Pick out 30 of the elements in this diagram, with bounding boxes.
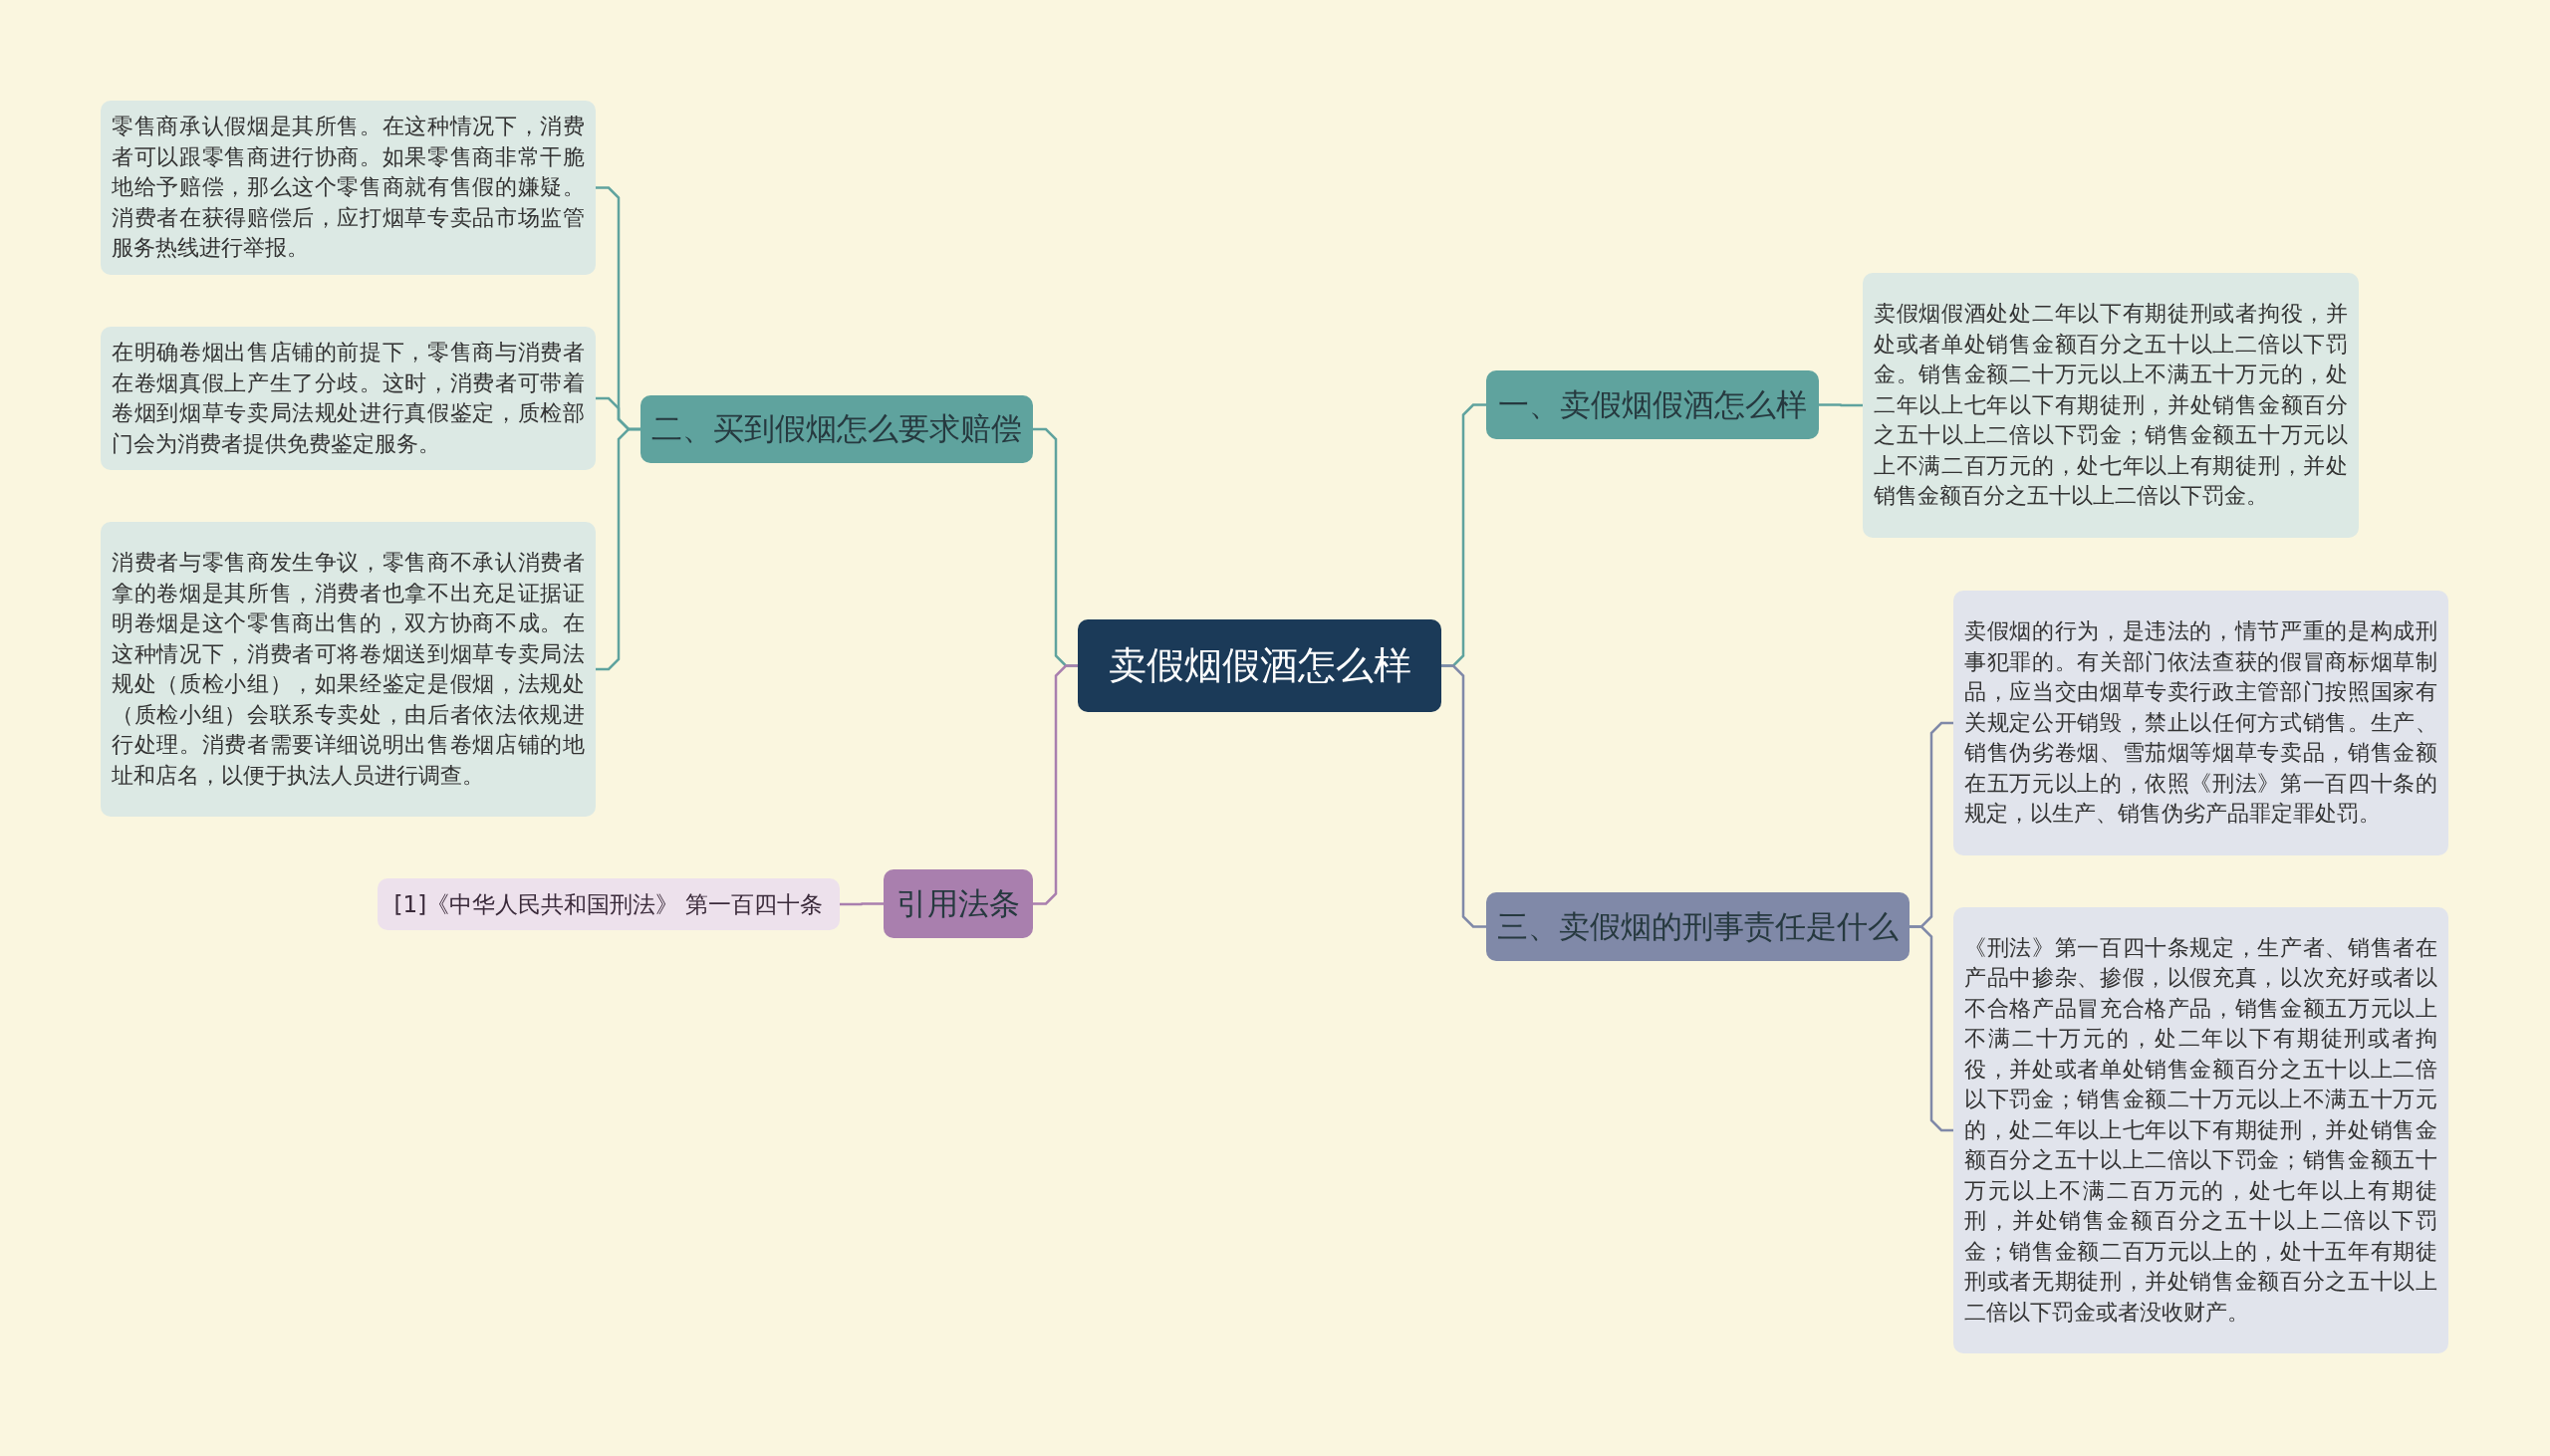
topic-text: 消费者与零售商发生争议，零售商不承认消费者拿的卷烟是其所售，消费者也拿不出充足证据证明卷烟是这个零售商出售的，双方协商不成。在这种情况下，消费者可将卷烟送到烟草专卖局法规处（质检小组），如果经鉴定是假烟，法规处（质检小组）会联系专卖处，由后者依法依规进行处理。消费者需要详细说明出售卷烟店铺的地址和店名，以便于执法人员进行调查。 — [112, 549, 585, 790]
connector-line — [1441, 664, 1486, 928]
topic-text: 引用法条 — [896, 883, 1020, 923]
connector-line — [596, 427, 640, 671]
text-card — [1953, 591, 2448, 855]
topic-text: [1]《中华人民共和国刑法》 第一百四十条 — [393, 889, 824, 919]
connector-line — [1033, 664, 1078, 905]
topic-text: 卖假烟假酒怎么样 — [1108, 642, 1411, 689]
topic-text: 卖假烟假酒处处二年以下有期徒刑或者拘役，并处或者单处销售金额百分之五十以上二倍以下罚金。销售金额二十万元以上不满五十万元的，处二年以上七年以下有期徒刑，并处销售金额百分之五十以上二倍以下罚金；销售金额五十万元以上不满二百万元的，处七年以上有期徒刑，并处销售金额百分之五十以上二倍以下罚金。 — [1874, 300, 2348, 511]
branch-topic — [884, 869, 1033, 938]
text-card — [101, 522, 596, 817]
connector-line — [1819, 403, 1863, 407]
branch-topic — [1486, 370, 1819, 439]
topic-text: 三、卖假烟的刑事责任是什么 — [1497, 906, 1899, 946]
topic-text: 零售商承认假烟是其所售。在这种情况下，消费者可以跟零售商进行协商。如果零售商非常干脆地给予赔偿，那么这个零售商就有售假的嫌疑。消费者在获得赔偿后，应打烟草专卖品市场监管服务热线进行举报。 — [112, 113, 585, 263]
topic-text: 《刑法》第一百四十条规定，生产者、销售者在产品中掺杂、掺假，以假充真，以次充好或者以不合格产品冒充合格产品，销售金额五万元以上不满二十万元的，处二年以下有期徒刑或者拘役，并处或者单处销售金额百分之五十以上二倍以下罚金；销售金额二十万元以上不满五十万元的，处二年以上七年以下有期徒刑，并处销售金额百分之五十以上二倍以下罚金；销售金额五十万元以上不满二百万元的，处七年以上有期徒刑，并处销售金额百分之五十以上二倍以下罚金；销售金额二百万元以上的，处十五年有期徒刑或者无期徒刑，并处销售金额百分之五十以上二倍以下罚金或者没收财产。 — [1964, 933, 2437, 1327]
connector-line — [840, 902, 884, 906]
topic-text: 一、卖假烟假酒怎么样 — [1498, 384, 1807, 424]
topic-text: 卖假烟的行为，是违法的，情节严重的是构成刑事犯罪的。有关部门依法查获的假冒商标烟草制品，应当交由烟草专卖行政主管部门按照国家有关规定公开销毁，禁止以任何方式销售。生产、销售伪劣卷烟、雪茄烟等烟草专卖品，销售金额在五万元以上的，依照《刑法》第一百四十条的规定，以生产、销售伪劣产品罪定罪处罚。 — [1964, 617, 2437, 829]
topic-text: 二、买到假烟怎么要求赔偿 — [651, 409, 1022, 448]
citation-card — [378, 878, 840, 930]
branch-topic — [1486, 892, 1910, 961]
branch-topic — [640, 395, 1033, 463]
text-card — [1953, 907, 2448, 1353]
central-topic — [1078, 619, 1441, 712]
text-card — [1863, 273, 2359, 538]
connector-line — [1910, 925, 1953, 1132]
text-card — [101, 327, 596, 470]
topic-text: 在明确卷烟出售店铺的前提下，零售商与消费者在卷烟真假上产生了分歧。这时，消费者可带着卷烟到烟草专卖局法规处进行真假鉴定，质检部门会为消费者提供免费鉴定服务。 — [112, 339, 585, 458]
text-card — [101, 101, 596, 275]
